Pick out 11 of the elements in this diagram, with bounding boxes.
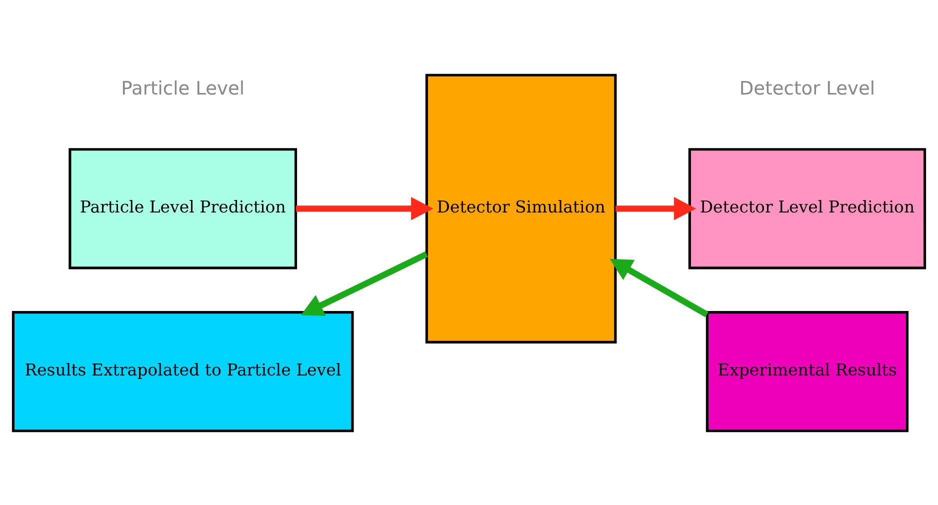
arrow: [296, 196, 434, 220]
arrow: [300, 250, 428, 316]
arrow: [610, 258, 708, 317]
arrow: [616, 196, 696, 220]
node-box: Experimental Results: [706, 310, 909, 432]
node-box: Detector Level Prediction: [688, 148, 926, 269]
label: Particle Level: [121, 78, 245, 100]
label: Detector Level: [739, 78, 876, 100]
node-box: Results Extrapolated to Particle Level: [12, 310, 354, 432]
node-box: Particle Level Prediction: [68, 148, 298, 269]
node-box: Detector Simulation: [425, 73, 617, 343]
